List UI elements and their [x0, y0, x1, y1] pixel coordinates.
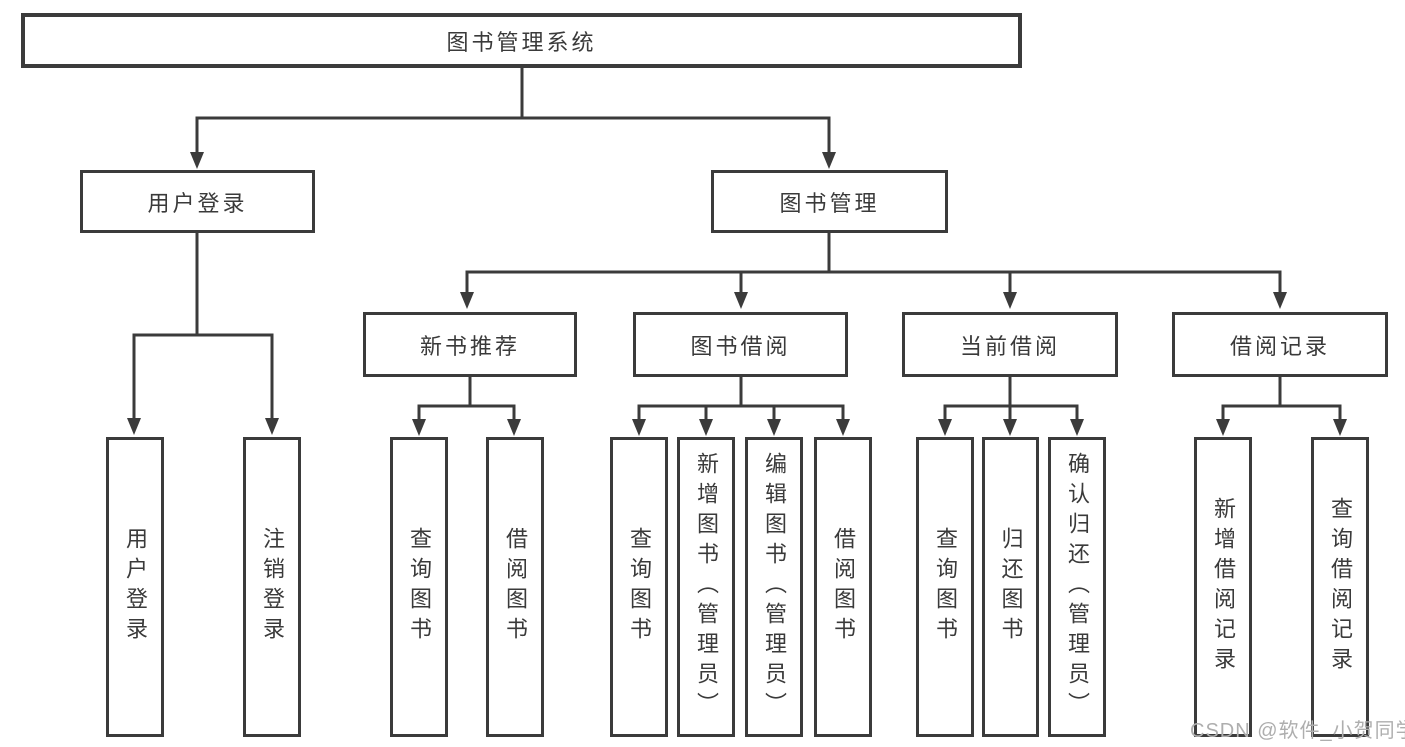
node-borrow-records-label: 借阅记录 — [1229, 333, 1330, 359]
leaf-borrow-query-books-label: 查询图书 — [627, 527, 652, 647]
leaf-newbooks-query-books-label: 查询图书 — [407, 527, 432, 647]
node-new-book-recommend-label: 新书推荐 — [419, 333, 520, 359]
leaf-borrow-add-books-admin-label: 新增图书（管理员） — [694, 452, 719, 722]
leaf-current-return-books-label: 归还图书 — [998, 527, 1024, 647]
leaf-logout: 注销登录 — [243, 437, 301, 737]
leaf-newbooks-borrow-books-label: 借阅图书 — [503, 527, 528, 647]
leaf-logout-label: 注销登录 — [260, 527, 285, 647]
leaf-current-query-books-label: 查询图书 — [933, 527, 958, 647]
leaf-records-query-record: 查询借阅记录 — [1311, 437, 1369, 737]
node-current-borrow: 当前借阅 — [902, 312, 1118, 377]
node-user-login: 用户登录 — [80, 170, 315, 233]
node-new-book-recommend: 新书推荐 — [363, 312, 577, 377]
leaf-current-return-books: 归还图书 — [982, 437, 1039, 737]
node-user-login-label: 用户登录 — [147, 190, 248, 216]
node-book-management-label: 图书管理 — [779, 190, 880, 216]
leaf-borrow-add-books-admin: 新增图书（管理员） — [677, 437, 735, 737]
leaf-records-add-record: 新增借阅记录 — [1194, 437, 1252, 737]
node-root-system: 图书管理系统 — [21, 13, 1022, 68]
leaf-borrow-edit-books-admin-label: 编辑图书（管理员） — [762, 452, 787, 722]
leaf-records-query-record-label: 查询借阅记录 — [1328, 497, 1353, 677]
leaf-user-login: 用户登录 — [106, 437, 164, 737]
node-book-management: 图书管理 — [711, 170, 948, 233]
node-current-borrow-label: 当前借阅 — [959, 333, 1060, 359]
leaf-current-query-books: 查询图书 — [916, 437, 974, 737]
leaf-borrow-edit-books-admin: 编辑图书（管理员） — [745, 437, 803, 737]
leaf-newbooks-query-books: 查询图书 — [390, 437, 448, 737]
leaf-current-confirm-return-admin: 确认归还（管理员） — [1048, 437, 1106, 737]
node-book-borrow: 图书借阅 — [633, 312, 848, 377]
node-book-borrow-label: 图书借阅 — [690, 333, 791, 359]
node-root-label: 图书管理系统 — [446, 29, 597, 55]
csdn-watermark: CSDN @软件_小贺同学 — [1190, 720, 1405, 742]
leaf-borrow-borrow-books: 借阅图书 — [814, 437, 872, 737]
leaf-records-add-record-label: 新增借阅记录 — [1211, 497, 1236, 677]
node-borrow-records: 借阅记录 — [1172, 312, 1388, 377]
leaf-current-confirm-return-admin-label: 确认归还（管理员） — [1065, 452, 1090, 722]
leaf-borrow-query-books: 查询图书 — [610, 437, 668, 737]
leaf-user-login-label: 用户登录 — [123, 527, 148, 647]
leaf-borrow-borrow-books-label: 借阅图书 — [831, 527, 856, 647]
leaf-newbooks-borrow-books: 借阅图书 — [486, 437, 544, 737]
